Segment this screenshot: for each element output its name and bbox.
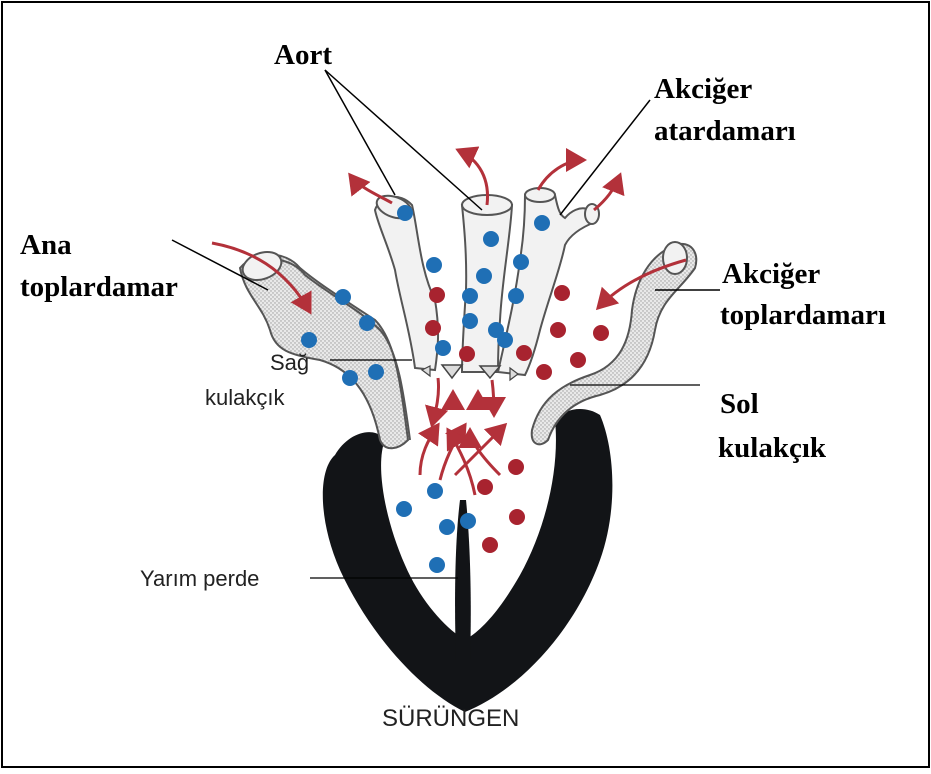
blood-dot-deoxygenated: [508, 288, 524, 304]
blood-dot-deoxygenated: [462, 288, 478, 304]
blood-dot-oxygenated: [482, 537, 498, 553]
blood-dot-deoxygenated: [476, 268, 492, 284]
blood-dot-oxygenated: [429, 287, 445, 303]
label-sol-kulakcik-line2: kulakçık: [718, 432, 827, 464]
label-aort: Aort: [274, 39, 332, 71]
blood-dot-deoxygenated: [429, 557, 445, 573]
blood-dot-deoxygenated: [342, 370, 358, 386]
blood-dot-deoxygenated: [368, 364, 384, 380]
blood-dot-deoxygenated: [439, 519, 455, 535]
blood-dot-deoxygenated: [335, 289, 351, 305]
blood-dot-oxygenated: [570, 352, 586, 368]
blood-dot-oxygenated: [516, 345, 532, 361]
blood-dot-deoxygenated: [396, 501, 412, 517]
blood-dot-oxygenated: [477, 479, 493, 495]
label-akciger-atardamari-line1: Akciğer: [654, 73, 752, 105]
label-sag-kulakcik-line1: Sağ: [270, 350, 309, 375]
blood-dot-oxygenated: [508, 459, 524, 475]
caption-surungen: SÜRÜNGEN: [382, 705, 519, 732]
blood-dot-deoxygenated: [462, 313, 478, 329]
blood-dot-oxygenated: [550, 322, 566, 338]
label-akciger-toplardamari-line2: toplardamarı: [720, 299, 886, 331]
blood-dot-oxygenated: [509, 509, 525, 525]
blood-dot-deoxygenated: [426, 257, 442, 273]
label-akciger-toplardamari-line1: Akciğer: [722, 258, 820, 290]
blood-dot-deoxygenated: [359, 315, 375, 331]
blood-dot-deoxygenated: [435, 340, 451, 356]
blood-dot-oxygenated: [536, 364, 552, 380]
blood-dot-deoxygenated: [301, 332, 317, 348]
blood-dot-oxygenated: [593, 325, 609, 341]
pulmonary-vein-opening: [663, 242, 687, 274]
label-akciger-atardamari-line2: atardamarı: [654, 115, 796, 147]
blood-dot-deoxygenated: [513, 254, 529, 270]
blood-dot-oxygenated: [459, 346, 475, 362]
label-ana-toplardamar-line2: toplardamar: [20, 271, 178, 303]
label-sol-kulakcik-line1: Sol: [720, 388, 759, 420]
blood-dot-deoxygenated: [397, 205, 413, 221]
blood-dot-deoxygenated: [427, 483, 443, 499]
pulmonary-artery-opening: [525, 188, 555, 202]
label-yarim-perde: Yarım perde: [140, 566, 259, 591]
label-sag-kulakcik-line2: kulakçık: [205, 385, 285, 410]
blood-dot-deoxygenated: [497, 332, 513, 348]
blood-dot-oxygenated: [554, 285, 570, 301]
label-ana-toplardamar-line1: Ana: [20, 229, 72, 261]
blood-dot-deoxygenated: [483, 231, 499, 247]
blood-dot-oxygenated: [425, 320, 441, 336]
blood-dot-deoxygenated: [460, 513, 476, 529]
blood-dot-deoxygenated: [534, 215, 550, 231]
